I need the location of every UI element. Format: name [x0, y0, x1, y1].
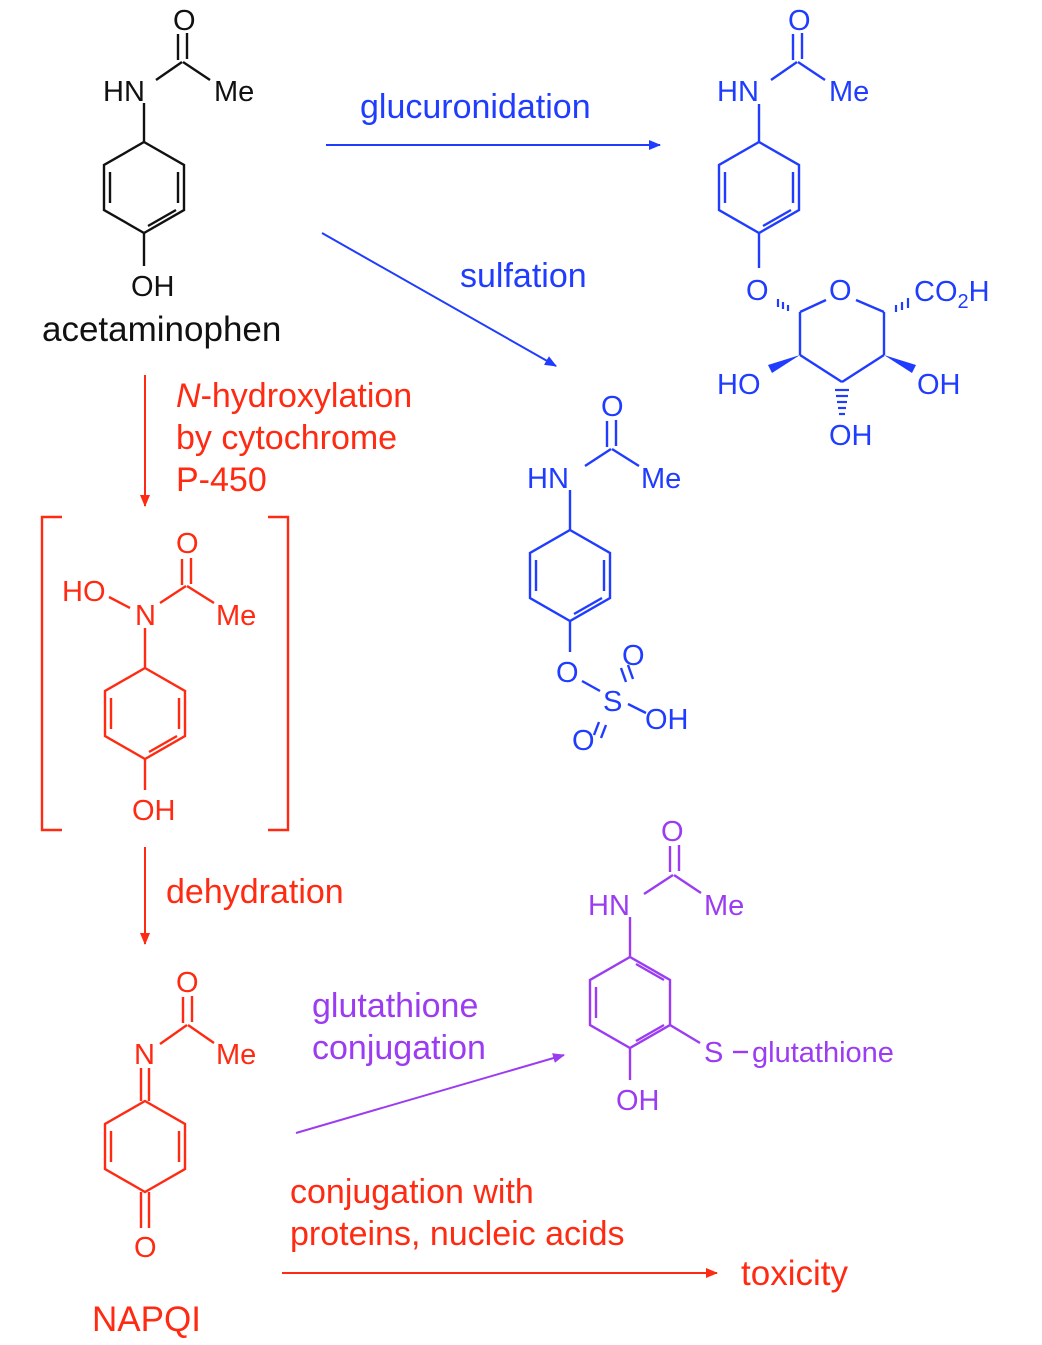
glucuronide-ether-o: O — [746, 275, 769, 307]
acetaminophen-me: Me — [214, 76, 254, 108]
n-hydroxy-carbonyl-o: O — [176, 528, 199, 560]
adduct-nh: HN — [588, 890, 630, 922]
glucuronide-stereo-bonds — [776, 298, 910, 416]
sulfate-o-bottom: O — [572, 725, 595, 757]
label-dehydration: dehydration — [166, 873, 344, 911]
sulfate-carbonyl-o: O — [601, 391, 624, 423]
glucuronide-carboxyl: CO2H — [914, 276, 990, 313]
napqi-structure — [103, 996, 215, 1228]
acetaminophen-nh: HN — [103, 76, 145, 108]
glucuronide-ring-o: O — [829, 275, 852, 307]
n-hydroxy-n: N — [135, 600, 156, 632]
label-n-hydroxylation: N-hydroxylation by cytochrome P-450 — [176, 377, 412, 499]
label-n-hydroxylation-n: N — [176, 377, 201, 415]
napqi-me: Me — [216, 1039, 256, 1071]
sulfate-o-top: O — [622, 640, 645, 672]
label-glutathione-line2: conjugation — [312, 1029, 486, 1067]
sulfate-me: Me — [641, 463, 681, 495]
arrow-glutathione-conjugation — [295, 1053, 565, 1134]
sulfate-nh: HN — [527, 463, 569, 495]
label-proteins-line1: conjugation with — [290, 1173, 534, 1211]
arrow-sulfation — [321, 232, 557, 367]
adduct-glutathione: glutathione — [752, 1037, 894, 1069]
glucuronide-structure — [717, 33, 886, 384]
sulfate-structure — [528, 420, 647, 739]
label-n-hydroxylation-line1: -hydroxylation — [201, 377, 413, 415]
glucuronide-carbonyl-o: O — [788, 5, 811, 37]
glucuronide-me: Me — [829, 76, 869, 108]
label-n-hydroxylation-line3: P-450 — [176, 461, 267, 499]
n-hydroxy-intermediate-structure — [40, 515, 290, 832]
adduct-me: Me — [704, 890, 744, 922]
n-hydroxy-me: Me — [216, 600, 256, 632]
napqi-n: N — [134, 1039, 155, 1071]
napqi-quinone-o: O — [134, 1232, 157, 1264]
label-glutathione-line1: glutathione — [312, 987, 478, 1025]
glucuronide-nh: HN — [717, 76, 759, 108]
acetaminophen-label: acetaminophen — [42, 310, 281, 349]
label-sulfation: sulfation — [460, 257, 587, 295]
n-hydroxy-oh: OH — [132, 795, 176, 827]
glucuronide-oh-left: HO — [717, 369, 761, 401]
adduct-carbonyl-o: O — [661, 816, 684, 848]
sulfate-oh: OH — [645, 704, 689, 736]
napqi-label: NAPQI — [92, 1300, 201, 1339]
glutathione-adduct-structure — [588, 845, 748, 1080]
acetaminophen-carbonyl-o: O — [173, 5, 196, 37]
outcome-toxicity: toxicity — [741, 1254, 848, 1293]
acetaminophen-oh: OH — [131, 271, 175, 303]
glucuronide-oh-bottom: OH — [829, 420, 873, 452]
napqi-carbonyl-o: O — [176, 967, 199, 999]
sulfate-ether-o: O — [556, 657, 579, 689]
label-glucuronidation: glucuronidation — [360, 88, 591, 126]
label-n-hydroxylation-line2: by cytochrome — [176, 419, 397, 457]
glucuronide-oh-right: OH — [917, 369, 961, 401]
label-proteins-line2: proteins, nucleic acids — [290, 1215, 625, 1253]
acetaminophen-structure — [102, 33, 211, 266]
n-hydroxy-ho: HO — [62, 576, 106, 608]
sulfate-s: S — [603, 686, 622, 718]
adduct-oh: OH — [616, 1085, 660, 1117]
adduct-s: S — [704, 1037, 723, 1069]
svg-text:N-hydroxylation: N-hydroxylation — [176, 377, 412, 415]
glucuronide-wedges — [768, 355, 916, 373]
